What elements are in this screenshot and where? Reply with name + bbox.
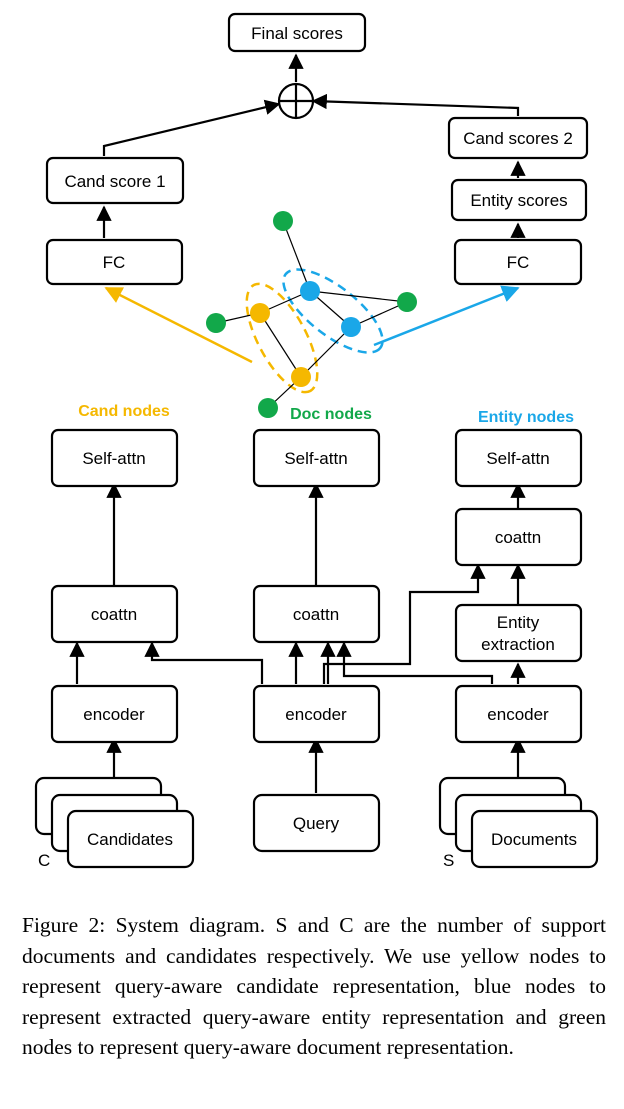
doc-nodes-label: Doc nodes: [290, 406, 372, 423]
self-attn-left-label: Self-attn: [82, 449, 145, 468]
blue-node: [341, 317, 361, 337]
coattn-left-label: coattn: [91, 605, 137, 624]
encoder-mid-label: encoder: [285, 705, 347, 724]
fc-left-label: FC: [103, 253, 126, 272]
system-diagram: Final scores Cand score 1 Cand scores 2 …: [34, 12, 599, 870]
query-box: Query: [252, 793, 381, 853]
yellow-node: [291, 367, 311, 387]
self-attn-right-box: Self-attn: [454, 428, 583, 488]
encoder-right-box: encoder: [454, 684, 583, 744]
fc-right-box: FC: [453, 238, 583, 286]
c-count-label: C: [38, 851, 50, 870]
entity-extraction-label-line1: Entity: [497, 613, 540, 632]
final-scores-label: Final scores: [251, 24, 343, 43]
self-attn-left-box: Self-attn: [50, 428, 179, 488]
figure-caption: Figure 2: System diagram. S and C are th…: [22, 913, 606, 1059]
coattn-mid-label: coattn: [293, 605, 339, 624]
coattn-left-box: coattn: [50, 584, 179, 644]
connections: [69, 53, 526, 793]
cand-score-1-box: Cand score 1: [45, 156, 185, 205]
blue-node: [300, 281, 320, 301]
green-node: [397, 292, 417, 312]
self-attn-right-label: Self-attn: [486, 449, 549, 468]
node-graph: [206, 211, 417, 418]
cand-scores-2-label: Cand scores 2: [463, 129, 573, 148]
encoder-left-box: encoder: [50, 684, 179, 744]
encoder-mid-box: encoder: [252, 684, 381, 744]
coattn-right-box: coattn: [454, 507, 583, 567]
candidates-stack: Candidates: [34, 776, 195, 869]
documents-stack: Documents: [438, 776, 599, 869]
green-node: [258, 398, 278, 418]
entity-extraction-label-line2: extraction: [481, 635, 555, 654]
green-node: [206, 313, 226, 333]
entity-nodes-label: Entity nodes: [478, 409, 574, 426]
entity-scores-box: Entity scores: [450, 178, 588, 222]
encoder-left-label: encoder: [83, 705, 145, 724]
green-node: [273, 211, 293, 231]
s-count-label: S: [443, 851, 454, 870]
final-scores-box: Final scores: [227, 12, 367, 53]
sum-icon: [277, 82, 315, 120]
candidates-label: Candidates: [87, 830, 173, 849]
yellow-node: [250, 303, 270, 323]
coattn-right-label: coattn: [495, 528, 541, 547]
cand-nodes-label: Cand nodes: [78, 403, 170, 420]
self-attn-mid-label: Self-attn: [284, 449, 347, 468]
documents-label: Documents: [491, 830, 577, 849]
cand-score-1-label: Cand score 1: [64, 172, 165, 191]
entity-extraction-box: Entity extraction: [454, 603, 583, 663]
fc-right-label: FC: [507, 253, 530, 272]
self-attn-mid-box: Self-attn: [252, 428, 381, 488]
query-label: Query: [293, 814, 340, 833]
cand-nodes-group: [245, 282, 319, 394]
cand-scores-2-box: Cand scores 2: [447, 116, 589, 160]
entity-nodes-group: [282, 268, 384, 354]
encoder-right-label: encoder: [487, 705, 549, 724]
entity-scores-label: Entity scores: [470, 191, 567, 210]
coattn-mid-box: coattn: [252, 584, 381, 644]
fc-left-box: FC: [45, 238, 184, 286]
